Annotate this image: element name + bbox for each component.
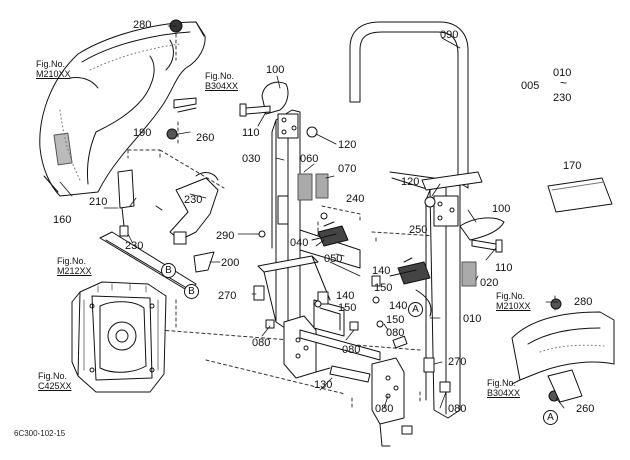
part-label-070: 070 — [338, 163, 357, 175]
seat-belt — [117, 169, 219, 273]
fig-ref-b304-right: Fig.No. B304XX — [487, 378, 520, 398]
fig-ref-m210-left: Fig.No. M210XX — [36, 59, 71, 79]
fig-ref-caption: Fig.No. — [496, 291, 526, 301]
right-fender — [511, 311, 615, 403]
instruction-plate — [547, 177, 613, 213]
part-label-140-upper: 140 — [372, 265, 391, 277]
part-label-110-left: 110 — [242, 127, 260, 139]
part-label-140-right: 140 — [389, 300, 408, 312]
part-label-230-lower: 230 — [125, 240, 144, 252]
part-label-250: 250 — [409, 224, 428, 236]
fig-ref-m212: Fig.No. M212XX — [57, 256, 92, 276]
part-label-110-right: 110 — [495, 262, 513, 274]
part-label-080-b: 080 — [342, 344, 361, 356]
fender-shape — [39, 21, 206, 197]
part-label-080-d: 080 — [448, 403, 467, 415]
rops-hoop — [349, 21, 469, 189]
part-label-190: 190 — [133, 127, 152, 139]
part-label-280-right: 280 — [574, 296, 593, 308]
fig-ref-caption: Fig.No. — [57, 256, 87, 266]
part-label-260-top: 260 — [196, 132, 215, 144]
fig-ref-c425: Fig.No. C425XX — [38, 371, 72, 391]
part-label-150-upper: 150 — [374, 282, 393, 294]
part-label-010-range: 010 — [553, 67, 572, 79]
pad-right — [459, 217, 505, 241]
part-label-260-right: 260 — [576, 403, 595, 415]
fig-ref-caption: Fig.No. — [487, 378, 517, 388]
fig-ref-number: C425XX — [38, 381, 72, 391]
fig-ref-number: M210XX — [36, 69, 71, 79]
part-label-120-left: 120 — [338, 139, 357, 151]
fig-ref-number: B304XX — [205, 81, 239, 91]
part-label-100-right: 100 — [492, 203, 511, 215]
marker-a-upper: A — [408, 302, 423, 317]
part-label-020: 020 — [480, 277, 499, 289]
part-label-230-belt: 230 — [184, 194, 203, 206]
fig-ref-number: M212XX — [57, 266, 92, 276]
lamp-250 — [389, 257, 431, 285]
part-label-230-range: 230 — [553, 92, 572, 104]
part-label-170: 170 — [563, 160, 582, 172]
fig-ref-m210-right: Fig.No. M210XX — [496, 291, 531, 311]
part-label-050: 050 — [324, 253, 343, 265]
part-label-150-left: 150 — [338, 302, 357, 314]
marker-b-lower: B — [184, 284, 199, 299]
part-label-100-left: 100 — [266, 64, 285, 76]
fig-ref-b304-top: Fig.No. B304XX — [205, 71, 238, 91]
left-post — [257, 109, 331, 379]
part-label-010-post: 010 — [463, 313, 482, 325]
part-label-080-e: 080 — [375, 403, 394, 415]
part-label-270-left: 270 — [218, 290, 237, 302]
part-label-080-c: 080 — [386, 327, 405, 339]
part-label-280-top: 280 — [133, 19, 152, 31]
fig-ref-number: M210XX — [496, 301, 531, 311]
part-label-005: 005 — [521, 80, 540, 92]
right-post — [371, 171, 461, 447]
part-label-140-left: 140 — [336, 290, 355, 302]
part-label-290: 290 — [216, 230, 235, 242]
marker-b-upper: B — [161, 263, 176, 278]
marker-a-lower: A — [543, 410, 558, 425]
range-tilde: ~ — [560, 76, 568, 90]
diagram-code: 6C300-102-15 — [14, 429, 66, 438]
part-label-270-right: 270 — [448, 356, 467, 368]
part-label-160: 160 — [53, 214, 72, 226]
part-label-240: 240 — [346, 193, 365, 205]
fig-ref-caption: Fig.No. — [38, 371, 68, 381]
part-label-120-right: 120 — [401, 176, 420, 188]
part-label-210: 210 — [89, 196, 108, 208]
part-label-060: 060 — [300, 153, 319, 165]
part-label-090: 090 — [440, 29, 459, 41]
fig-ref-caption: Fig.No. — [205, 71, 235, 81]
fig-ref-number: B304XX — [487, 388, 521, 398]
part-label-030: 030 — [242, 153, 261, 165]
part-label-200: 200 — [221, 257, 240, 269]
part-label-130: 130 — [314, 379, 333, 391]
transmission-case — [71, 281, 167, 393]
part-label-080-a: 080 — [252, 337, 271, 349]
fig-ref-caption: Fig.No. — [36, 59, 66, 69]
part-label-040: 040 — [290, 237, 309, 249]
part-label-150-right: 150 — [386, 314, 405, 326]
